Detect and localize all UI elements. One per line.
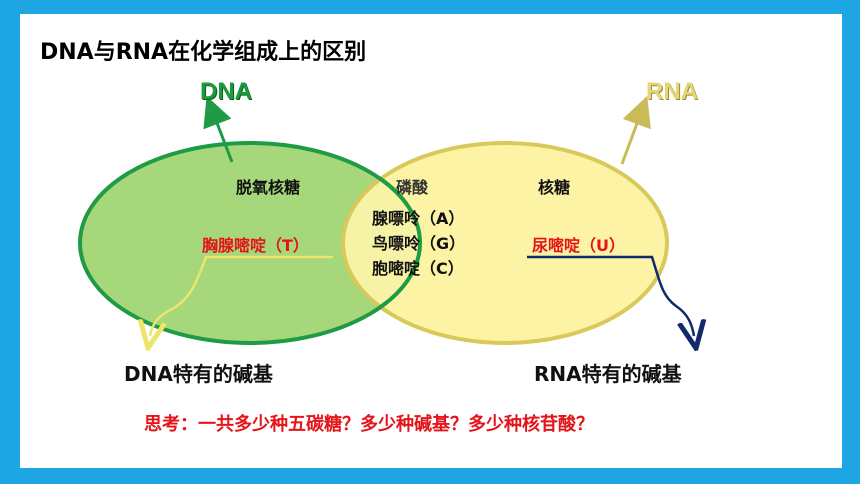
venn-diagram (78, 95, 842, 468)
phosphate-label: 磷酸 (396, 178, 429, 197)
rna-label-arrow (620, 95, 651, 165)
dna-sugar-label: 脱氧核糖 (236, 178, 301, 197)
rna-unique-base-pointer (527, 255, 694, 336)
rna-circle (343, 143, 667, 343)
dna-circle (80, 143, 420, 343)
rna-label: RNA (646, 78, 698, 105)
rna-unique-base: 尿嘧啶（U） (532, 236, 625, 255)
common-base-adenine: 腺嘌呤（A） (372, 209, 465, 228)
slide-title: DNA与RNA在化学组成上的区别 (40, 40, 367, 65)
dna-circle-outline (78, 141, 422, 345)
common-base-guanine: 鸟嘌呤（G） (372, 234, 466, 253)
dna-label-arrow (203, 95, 234, 163)
dna-unique-caption: DNA特有的碱基 (124, 362, 273, 386)
slide: DNA与RNA在化学组成上的区别 DNA RNA 脱氧核糖 磷酸 核糖 腺嘌呤（… (20, 14, 842, 468)
rna-unique-caption: RNA特有的碱基 (534, 362, 682, 386)
rna-circle-outline (341, 141, 669, 345)
dna-unique-base: 胸腺嘧啶（T） (202, 236, 309, 255)
dna-unique-base-pointer (150, 255, 333, 336)
common-base-cytosine: 胞嘧啶（C） (372, 259, 464, 278)
thinking-question: 思考：一共多少种五碳糖？多少种碱基？多少种核苷酸？ (144, 414, 594, 435)
rna-sugar-label: 核糖 (538, 178, 571, 197)
dna-label: DNA (200, 78, 252, 105)
